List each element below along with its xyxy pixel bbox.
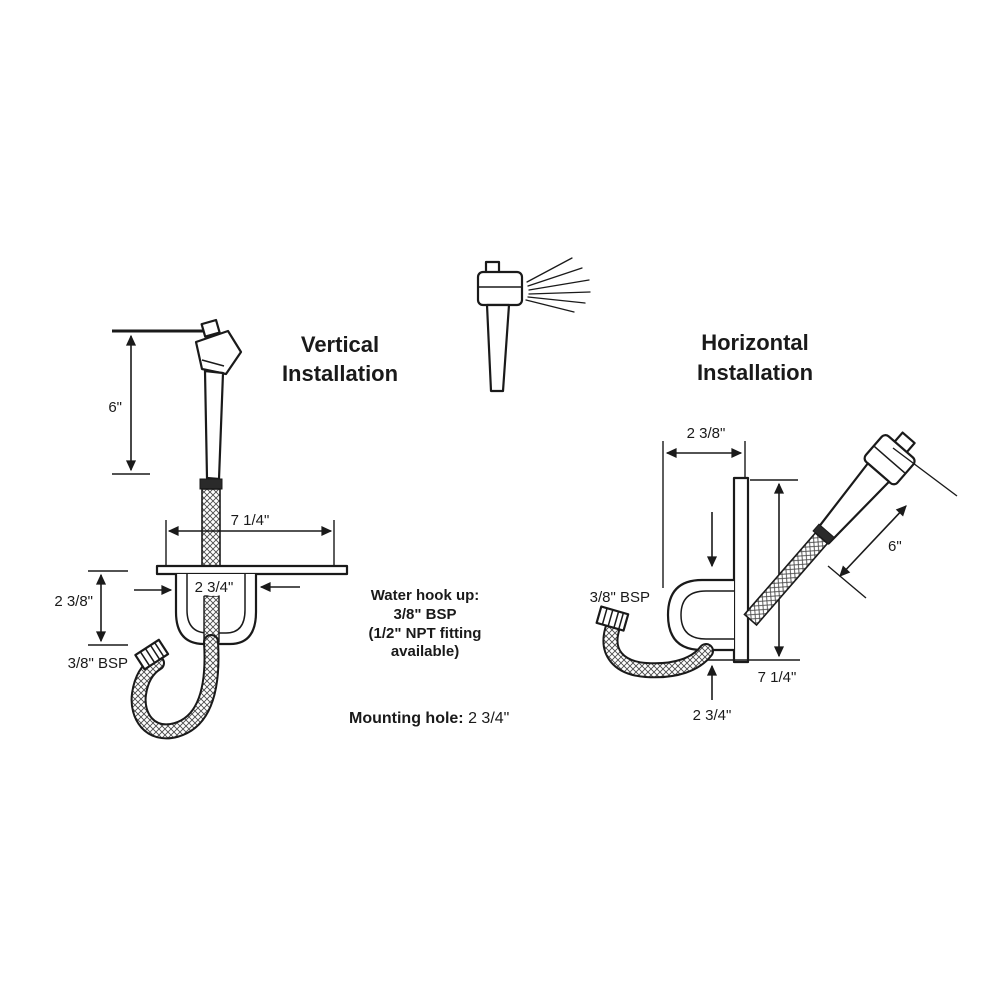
water-hookup-line1: Water hook up: <box>371 587 480 604</box>
hose-connector <box>199 478 223 490</box>
dim-vertical-hole: 2 3/4" <box>195 579 234 596</box>
horizontal-cup <box>666 578 734 652</box>
mounting-hole-label: Mounting hole: <box>349 710 464 727</box>
horizontal-title-line1: Horizontal <box>701 330 809 355</box>
dim-h6-ext <box>827 447 958 599</box>
dim-h238-ext <box>662 441 746 588</box>
h-sprayer-seam <box>874 446 906 474</box>
spray-lines <box>525 257 591 313</box>
water-hookup-line2: 3/8" BSP <box>394 606 457 623</box>
horizontal-sprayer-assembly <box>743 431 916 627</box>
dim-238-ticks <box>88 570 128 646</box>
horizontal-title-line2: Installation <box>697 360 813 385</box>
vertical-title-line1: Vertical <box>301 332 379 357</box>
notes-block: Water hook up: 3/8" BSP (1/2" NPT fittin… <box>349 587 509 727</box>
horizontal-installation-diagram: Horizontal Installation 2 3/8" 7 1/4" 3/… <box>590 330 958 724</box>
dim-horizontal-height: 7 1/4" <box>758 669 797 686</box>
water-hookup-line4: available) <box>391 643 459 660</box>
dim-vertical-height: 6" <box>108 399 122 416</box>
sprayer-handle <box>485 303 511 393</box>
sprayer-overview-figure <box>476 257 591 393</box>
mounting-plate <box>732 476 750 664</box>
dim-horizontal-hole: 2 3/4" <box>693 707 732 724</box>
dim-h6-line <box>839 505 907 577</box>
mounting-hole-note: Mounting hole: 2 3/4" <box>349 710 509 727</box>
mounting-flange <box>155 564 349 576</box>
mounting-hole-value: 2 3/4" <box>464 710 510 727</box>
label-fitting-horizontal: 3/8" BSP <box>590 589 650 606</box>
vertical-sprayer-handle <box>203 369 225 481</box>
dim-horizontal-handle: 6" <box>888 538 902 555</box>
vertical-title-line2: Installation <box>282 361 398 386</box>
vertical-installation-diagram: Vertical Installation 6" 7 1/4" <box>54 318 398 740</box>
dim-714-ext <box>165 520 335 565</box>
dim-horizontal-depth: 2 3/8" <box>687 425 726 442</box>
supply-hose <box>132 636 218 738</box>
vertical-sprayer-head <box>194 318 243 376</box>
bsp-fitting-horizontal <box>595 605 630 632</box>
dim-flange-width: 7 1/4" <box>231 512 270 529</box>
h-hose-section <box>743 531 829 627</box>
label-fitting-vertical: 3/8" BSP <box>68 655 128 672</box>
bsp-fitting-vertical <box>134 638 170 671</box>
h-supply-hose <box>604 624 712 677</box>
horizontal-cup-inner <box>680 590 734 640</box>
water-hookup-line3: (1/2" NPT fitting <box>369 625 482 642</box>
sprayer-head <box>476 270 524 307</box>
dim-vertical-depth: 2 3/8" <box>54 593 93 610</box>
